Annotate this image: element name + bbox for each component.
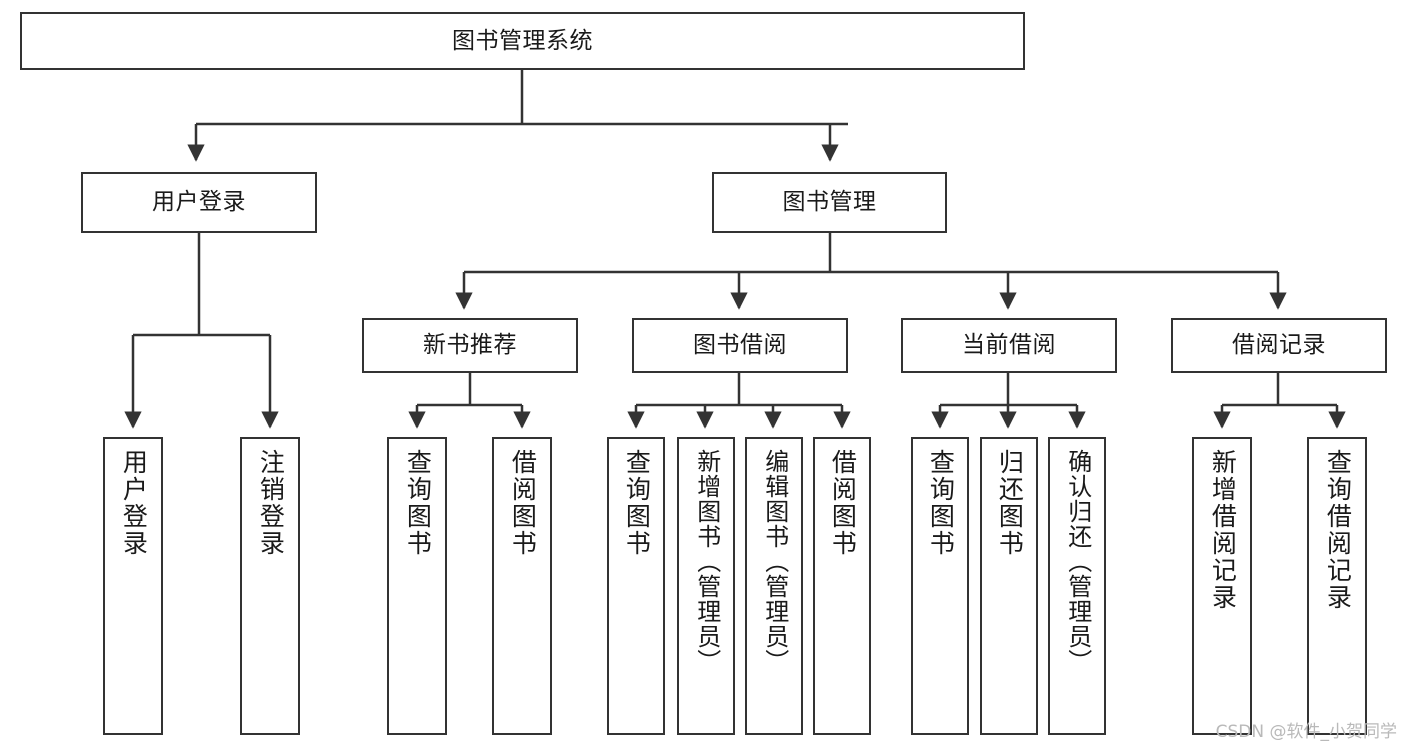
- node-leaf-edit-book-label: 编辑图书（管理员）: [760, 449, 789, 674]
- node-leaf-add-record-label: 新增借阅记录: [1208, 449, 1238, 611]
- node-leaf-user-login[interactable]: 用户登录: [103, 437, 163, 735]
- watermark: CSDN @软件_小贺同学: [1215, 722, 1397, 742]
- node-root-label: 图书管理系统: [452, 27, 593, 54]
- node-borrow-record-label: 借阅记录: [1232, 332, 1326, 359]
- node-leaf-edit-book[interactable]: 编辑图书（管理员）: [745, 437, 803, 735]
- node-book-borrow-label: 图书借阅: [693, 332, 787, 359]
- node-leaf-user-logout-label: 注销登录: [256, 449, 286, 557]
- node-leaf-add-book[interactable]: 新增图书（管理员）: [677, 437, 735, 735]
- node-leaf-user-login-label: 用户登录: [119, 449, 149, 557]
- node-user-login-label: 用户登录: [152, 189, 246, 216]
- node-leaf-query-book-3[interactable]: 查询图书: [911, 437, 969, 735]
- node-book-borrow[interactable]: 图书借阅: [632, 318, 848, 373]
- node-new-book-rec-label: 新书推荐: [423, 332, 517, 359]
- node-leaf-query-book-1[interactable]: 查询图书: [387, 437, 447, 735]
- node-root[interactable]: 图书管理系统: [20, 12, 1025, 70]
- node-book-manage[interactable]: 图书管理: [712, 172, 947, 233]
- node-leaf-add-record[interactable]: 新增借阅记录: [1192, 437, 1252, 735]
- node-leaf-query-book-3-label: 查询图书: [926, 449, 956, 557]
- node-leaf-confirm-return[interactable]: 确认归还（管理员）: [1048, 437, 1106, 735]
- node-leaf-query-book-2-label: 查询图书: [622, 449, 652, 557]
- node-book-manage-label: 图书管理: [782, 189, 877, 216]
- node-leaf-query-record-label: 查询借阅记录: [1323, 449, 1353, 611]
- node-current-borrow[interactable]: 当前借阅: [901, 318, 1117, 373]
- node-current-borrow-label: 当前借阅: [962, 332, 1056, 359]
- node-leaf-user-logout[interactable]: 注销登录: [240, 437, 300, 735]
- node-leaf-query-book-1-label: 查询图书: [403, 449, 433, 557]
- node-borrow-record[interactable]: 借阅记录: [1171, 318, 1387, 373]
- node-leaf-query-book-2[interactable]: 查询图书: [607, 437, 665, 735]
- node-leaf-borrow-book-1[interactable]: 借阅图书: [492, 437, 552, 735]
- node-new-book-rec[interactable]: 新书推荐: [362, 318, 578, 373]
- node-leaf-query-record[interactable]: 查询借阅记录: [1307, 437, 1367, 735]
- node-leaf-confirm-return-label: 确认归还（管理员）: [1063, 449, 1092, 674]
- node-leaf-return-book[interactable]: 归还图书: [980, 437, 1038, 735]
- node-leaf-borrow-book-2[interactable]: 借阅图书: [813, 437, 871, 735]
- node-user-login[interactable]: 用户登录: [81, 172, 317, 233]
- node-leaf-add-book-label: 新增图书（管理员）: [692, 449, 721, 674]
- node-leaf-borrow-book-1-label: 借阅图书: [508, 449, 538, 557]
- node-leaf-borrow-book-2-label: 借阅图书: [828, 449, 858, 557]
- node-leaf-return-book-label: 归还图书: [995, 449, 1025, 557]
